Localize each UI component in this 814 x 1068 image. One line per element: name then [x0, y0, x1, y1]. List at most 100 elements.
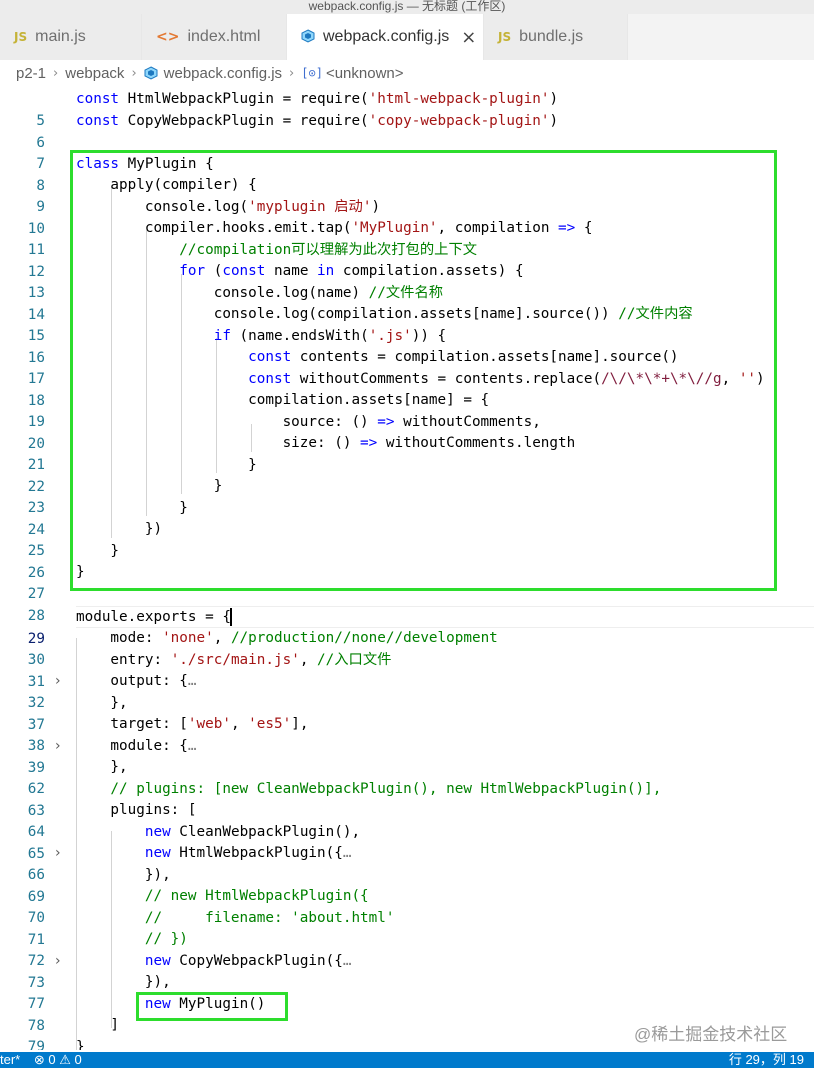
- line-number: 31: [27, 674, 45, 690]
- chevron-right-icon[interactable]: ›: [55, 953, 61, 969]
- breadcrumb-item[interactable]: webpack: [65, 64, 125, 82]
- line-number: 14: [27, 307, 45, 323]
- tab-bar: JS main.js <> index.html webpack.config.…: [0, 14, 814, 60]
- js-file-icon: JS: [498, 30, 512, 44]
- tab-webpack-config[interactable]: webpack.config.js ×: [287, 14, 484, 60]
- breadcrumb-item[interactable]: webpack.config.js: [163, 64, 283, 82]
- line-number: 5: [36, 113, 45, 129]
- line-number: 29: [27, 631, 45, 647]
- code-line: 73 › new CopyWebpackPlugin({…: [0, 950, 814, 991]
- line-number: 63: [27, 803, 45, 819]
- code-line: 63 // plugins: [new CleanWebpackPlugin()…: [0, 778, 814, 819]
- js-file-icon: JS: [14, 30, 28, 44]
- warning-icon: ⚠: [59, 1052, 71, 1067]
- line-number: 65: [27, 846, 45, 862]
- status-branch[interactable]: ter*: [0, 1052, 21, 1067]
- tab-index-html[interactable]: <> index.html: [142, 14, 287, 60]
- code-line: 15 console.log(compilation.assets[name].…: [0, 303, 814, 344]
- code-line: 39 › module: {…: [0, 735, 814, 776]
- code-line: 30 mode: 'none', //production//none//dev…: [0, 627, 814, 668]
- line-number: 39: [27, 760, 45, 776]
- line-number: 10: [27, 221, 45, 237]
- breadcrumb: p2-1 › webpack › webpack.config.js › [⊙]…: [0, 60, 814, 86]
- breadcrumb-item[interactable]: p2-1: [16, 64, 47, 82]
- text-cursor: [230, 608, 232, 626]
- line-number: 38: [27, 738, 45, 754]
- indent-guide: [181, 274, 182, 494]
- line-number: 24: [27, 522, 45, 538]
- code-line: 19 compilation.assets[name] = {: [0, 389, 814, 430]
- tab-label: main.js: [35, 28, 86, 45]
- line-number: 77: [27, 996, 45, 1012]
- code-line: 13 for (const name in compilation.assets…: [0, 260, 814, 301]
- code-line: 32 › output: {…: [0, 670, 814, 711]
- line-number: 23: [27, 500, 45, 516]
- error-icon: ⊗: [33, 1052, 45, 1067]
- webpack-cube-icon: [144, 66, 158, 80]
- line-number: 22: [27, 479, 45, 495]
- code-line: 18 const withoutComments = contents.repl…: [0, 368, 814, 409]
- code-line: 65 new CleanWebpackPlugin(),: [0, 821, 814, 862]
- code-line: 79 ]: [0, 1014, 814, 1050]
- indent-guide: [216, 338, 217, 473]
- line-number: 19: [27, 414, 45, 430]
- line-number: 37: [27, 717, 45, 733]
- code-line: 6 const CopyWebpackPlugin = require('cop…: [0, 110, 814, 151]
- tab-label: bundle.js: [519, 28, 584, 45]
- indent-guide: [76, 638, 77, 1050]
- line-number: 66: [27, 867, 45, 883]
- tab-label: index.html: [187, 28, 261, 45]
- code-line: 10 console.log('myplugin 启动'): [0, 196, 814, 237]
- indent-guide: [251, 424, 252, 452]
- html-file-icon: <>: [156, 29, 180, 45]
- code-line: 71 // filename: 'about.html': [0, 907, 814, 948]
- code-editor[interactable]: 5 const HtmlWebpackPlugin = require('htm…: [0, 88, 814, 1050]
- code-line: 62 },: [0, 756, 814, 797]
- close-icon[interactable]: ×: [461, 26, 477, 48]
- code-line: 24 }: [0, 497, 814, 538]
- line-number: 79: [27, 1039, 45, 1050]
- chevron-right-icon: ›: [53, 65, 59, 81]
- code-line: 16 if (name.endsWith('.js')) {: [0, 325, 814, 366]
- tab-label: webpack.config.js: [323, 28, 450, 45]
- watermark: @稀土掘金技术社区: [634, 1025, 788, 1044]
- tab-main-js[interactable]: JS main.js: [0, 14, 142, 60]
- chevron-right-icon[interactable]: ›: [55, 738, 61, 754]
- breadcrumb-item[interactable]: <unknown>: [325, 64, 404, 82]
- indent-guide: [111, 186, 112, 538]
- code-line: 70 // new HtmlWebpackPlugin({: [0, 885, 814, 926]
- code-line: 72 // }): [0, 928, 814, 969]
- code-line: 17 const contents = compilation.assets[n…: [0, 346, 814, 387]
- code-line: 66 › new HtmlWebpackPlugin({…: [0, 842, 814, 883]
- line-number: 70: [27, 910, 45, 926]
- code-line: 22 }: [0, 454, 814, 495]
- code-line: 37 },: [0, 692, 814, 733]
- code-line: 27 }: [0, 561, 814, 602]
- code-line: 23 }: [0, 475, 814, 516]
- tab-bundle-js[interactable]: JS bundle.js: [484, 14, 628, 60]
- code-line: 77 }),: [0, 971, 814, 1012]
- code-line: 11 compiler.hooks.emit.tap('MyPlugin', c…: [0, 217, 814, 258]
- code-line: 29 module.exports = {: [0, 606, 814, 647]
- line-number: 15: [27, 328, 45, 344]
- chevron-right-icon[interactable]: ›: [55, 845, 61, 861]
- code-line: 20 source: () => withoutComments,: [0, 411, 814, 452]
- line-number: 8: [36, 178, 45, 194]
- code-line: 26 }: [0, 540, 814, 581]
- cursor-position[interactable]: 行 29，列 19: [728, 1052, 804, 1067]
- line-number: 73: [27, 975, 45, 991]
- problems-indicator[interactable]: ⊗ 0 ⚠ 0: [34, 1052, 82, 1068]
- code-line: 25 }): [0, 518, 814, 559]
- current-line-highlight: [76, 606, 814, 628]
- line-number: 21: [27, 457, 45, 473]
- line-number: 62: [27, 781, 45, 797]
- line-number: 69: [27, 889, 45, 905]
- line-number: 18: [27, 393, 45, 409]
- code-line: 7: [0, 131, 814, 172]
- line-number: 9: [36, 199, 45, 215]
- code-line: 8 class MyPlugin {: [0, 153, 814, 194]
- code-line: 64 plugins: [: [0, 799, 814, 840]
- chevron-right-icon[interactable]: ›: [55, 673, 61, 689]
- indent-guide: [111, 831, 112, 1028]
- line-number: 30: [27, 652, 45, 668]
